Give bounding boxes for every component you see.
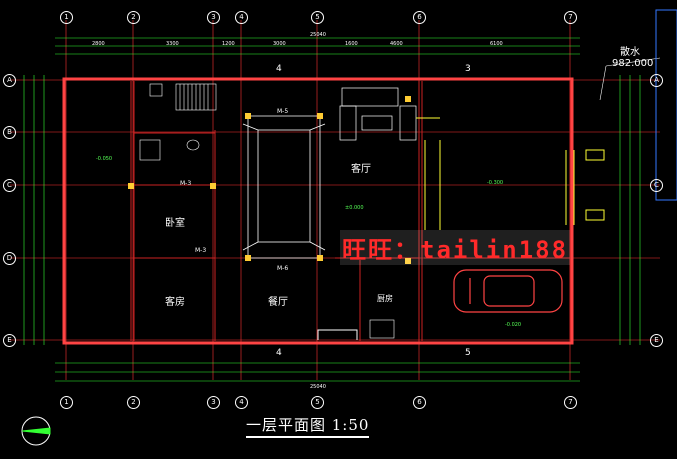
- section-marker: 4: [276, 64, 282, 74]
- section-marker: 5: [465, 348, 471, 358]
- room-label-kitchen: 厨房: [377, 294, 393, 303]
- room-label-living: 客厅: [351, 164, 371, 175]
- door-tag: M-6: [277, 265, 289, 272]
- openings: [416, 117, 605, 230]
- dim-text: 3300: [166, 41, 179, 47]
- axis-bubble: 4: [235, 11, 248, 24]
- dim-text: 3000: [273, 41, 286, 47]
- axis-bubble: A: [650, 74, 663, 87]
- axis-bubble: 1: [60, 11, 73, 24]
- axis-bubble: 7: [564, 396, 577, 409]
- axis-bubble: D: [3, 252, 16, 265]
- axis-bubble: 1: [60, 396, 73, 409]
- axis-bubble: 4: [235, 396, 248, 409]
- roof-note-value: 982.000: [612, 58, 654, 69]
- dim-text: 2800: [92, 41, 105, 47]
- dim-overall: 25040: [310, 384, 326, 390]
- bathroom-fixtures: [139, 83, 395, 339]
- car: [453, 269, 563, 313]
- axis-bubble: 7: [564, 11, 577, 24]
- drawing-title: 一层平面图 1:50: [246, 414, 370, 438]
- inner-walls: [130, 81, 571, 341]
- front-door: [317, 329, 358, 340]
- room-label-dining: 餐厅: [268, 297, 288, 308]
- axis-bubble: E: [650, 334, 663, 347]
- axis-bubble: 3: [207, 396, 220, 409]
- axis-bubble: E: [3, 334, 16, 347]
- axis-bubble: B: [3, 126, 16, 139]
- axis-grid: [10, 20, 660, 380]
- axis-bubble: C: [3, 179, 16, 192]
- axis-bubble: 3: [207, 11, 220, 24]
- dim-text: 1200: [222, 41, 235, 47]
- north-arrow-icon: [21, 416, 51, 446]
- elevation-mark: -0.300: [487, 180, 504, 186]
- axis-bubble: 6: [413, 396, 426, 409]
- outer-walls: [62, 77, 574, 345]
- axis-bubble: 2: [127, 396, 140, 409]
- elevation-mark: -0.050: [96, 156, 113, 162]
- roof-note: 散水 982.000: [612, 47, 653, 69]
- door-tag: M-5: [277, 108, 289, 115]
- roof-leader: [599, 57, 661, 101]
- watermark: 旺旺：tailin188: [340, 230, 571, 265]
- door-tag: M-3: [195, 247, 207, 254]
- axis-bubble: 5: [311, 396, 324, 409]
- room-label-bedroom: 卧室: [165, 218, 185, 229]
- axis-bubble: 2: [127, 11, 140, 24]
- dimension-lines: [23, 37, 641, 382]
- border-frame: [655, 9, 677, 201]
- roof-note-label: 散水: [620, 47, 640, 58]
- dim-overall: 25040: [310, 32, 326, 38]
- dim-text: 4600: [390, 41, 403, 47]
- axis-bubble: 5: [311, 11, 324, 24]
- dim-text: 6100: [490, 41, 503, 47]
- dim-text: 1600: [345, 41, 358, 47]
- sofa-set: [339, 87, 417, 141]
- section-marker: 3: [465, 64, 471, 74]
- section-marker: 4: [276, 348, 282, 358]
- room-label-guest: 客房: [165, 297, 185, 308]
- stair: [175, 83, 217, 111]
- central-courtyard: [242, 115, 326, 259]
- door-tag: M-3: [180, 180, 192, 187]
- axis-bubble: A: [3, 74, 16, 87]
- elevation-mark: ±0.000: [345, 205, 364, 211]
- axis-bubble: 6: [413, 11, 426, 24]
- elevation-mark: -0.020: [505, 322, 522, 328]
- axis-bubble: C: [650, 179, 663, 192]
- columns: [128, 96, 411, 264]
